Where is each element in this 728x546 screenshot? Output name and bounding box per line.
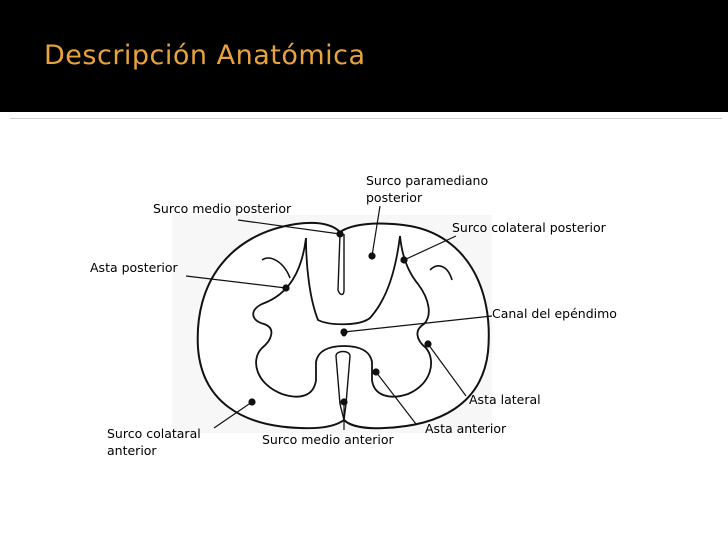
label-asta-lateral: Asta lateral xyxy=(469,392,541,407)
slide-header: Descripción Anatómica xyxy=(0,0,728,112)
label-surco-colateral-anterior: Surco colataral anterior xyxy=(107,425,201,459)
dot-surco-colateral-anterior xyxy=(248,398,256,406)
anterior-median-fissure xyxy=(335,350,351,421)
leader-asta-lateral xyxy=(427,343,467,397)
label-surco-colateral-anterior-line1: Surco colataral xyxy=(107,426,201,441)
dot-canal-ependimo xyxy=(340,328,348,336)
label-surco-paramediano-line1: Surco paramediano xyxy=(366,173,489,188)
dot-surco-colateral-posterior xyxy=(400,256,408,264)
dot-asta-anterior xyxy=(372,368,380,376)
dot-surco-medio-anterior xyxy=(340,398,348,406)
label-surco-paramediano-line2: posterior xyxy=(366,190,423,205)
label-surco-colateral-anterior-line2: anterior xyxy=(107,443,157,458)
leader-asta-posterior xyxy=(185,275,287,289)
label-surco-medio-anterior: Surco medio anterior xyxy=(262,432,394,447)
header-divider xyxy=(10,118,722,119)
label-surco-medio-posterior: Surco medio posterior xyxy=(153,201,292,216)
leader-lines xyxy=(185,205,493,430)
posterior-horn-left xyxy=(261,257,291,279)
posterior-horn-right xyxy=(429,265,453,281)
label-surco-colateral-posterior: Surco colateral posterior xyxy=(452,220,606,235)
leader-asta-anterior xyxy=(375,371,417,425)
leader-surco-paramediano xyxy=(371,205,381,257)
slide-title: Descripción Anatómica xyxy=(44,40,366,71)
dot-asta-posterior xyxy=(282,284,290,292)
label-asta-anterior: Asta anterior xyxy=(425,421,507,436)
dot-surco-medio-posterior xyxy=(336,230,344,238)
posterior-median-septum xyxy=(337,233,345,296)
leader-surco-medio-posterior xyxy=(237,219,341,235)
dot-surco-paramediano xyxy=(368,252,376,260)
leader-surco-colateral-anterior xyxy=(213,401,253,429)
leader-surco-colateral-posterior xyxy=(403,235,457,261)
leader-canal-ependimo xyxy=(343,315,493,333)
cord-outline xyxy=(196,221,490,430)
label-canal-ependimo: Canal del epéndimo xyxy=(492,306,617,321)
label-asta-posterior: Asta posterior xyxy=(90,260,178,275)
label-surco-paramediano-posterior: Surco paramediano posterior xyxy=(366,172,488,206)
dot-asta-lateral xyxy=(424,340,432,348)
